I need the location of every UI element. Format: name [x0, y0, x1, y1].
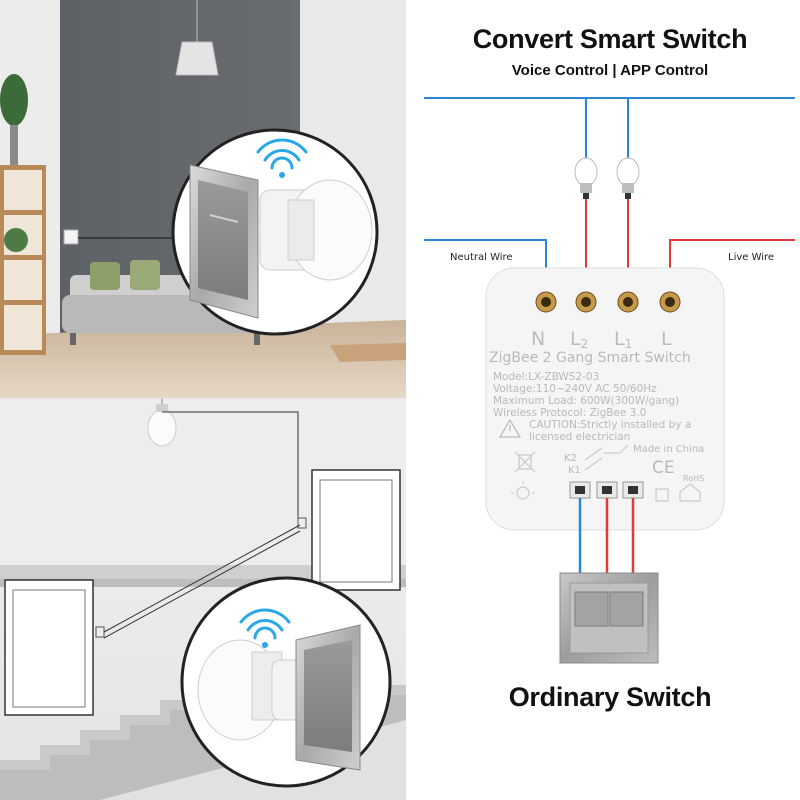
spec-model: Model:LX-ZBWS2-03: [493, 371, 600, 383]
home-icon: [655, 483, 701, 502]
page-title: Convert Smart Switch: [472, 24, 748, 54]
spec-load: Maximum Load: 600W(300W/gang): [493, 395, 680, 407]
terminal-label-l: L: [661, 328, 672, 350]
terminal-label-l2: L2: [570, 328, 589, 351]
k2-label: K2: [564, 453, 577, 464]
wifi-icon-bottom: [239, 608, 291, 640]
bulb-icon-left: [574, 157, 598, 199]
made-in-label: Made in China: [633, 444, 705, 455]
ce-mark: CE: [652, 458, 675, 478]
bulb-icon-right: [616, 157, 640, 199]
neutral-wire-label: Neutral Wire: [450, 252, 513, 263]
bin-icon: [514, 451, 536, 473]
ordinary-switch-title: Ordinary Switch: [508, 682, 712, 712]
ordinary-switch-illustration: [559, 572, 659, 664]
terminal-label-l1: L1: [614, 328, 633, 351]
rohs-mark: RoHS: [683, 474, 705, 483]
spec-voltage: Voltage:110~240V AC 50/60Hz: [493, 383, 657, 395]
caution-text: CAUTION:Strictly installed by a licensed…: [529, 419, 692, 443]
wifi-icon-top: [256, 138, 308, 170]
page-subtitle: Voice Control | APP Control: [511, 62, 709, 79]
light-icon: [511, 481, 535, 500]
screw-terminals: [535, 291, 681, 313]
smart-switch-module: [485, 267, 725, 531]
module-title: ZigBee 2 Gang Smart Switch: [489, 350, 691, 366]
caution-icon: [498, 418, 522, 438]
live-wire-label: Live Wire: [728, 252, 775, 263]
output-terminals: [569, 481, 644, 499]
terminal-label-n: N: [531, 328, 546, 350]
k1-label: K1: [568, 465, 581, 476]
spec-protocol: Wireless Protocol: ZigBee 3.0: [493, 407, 647, 419]
